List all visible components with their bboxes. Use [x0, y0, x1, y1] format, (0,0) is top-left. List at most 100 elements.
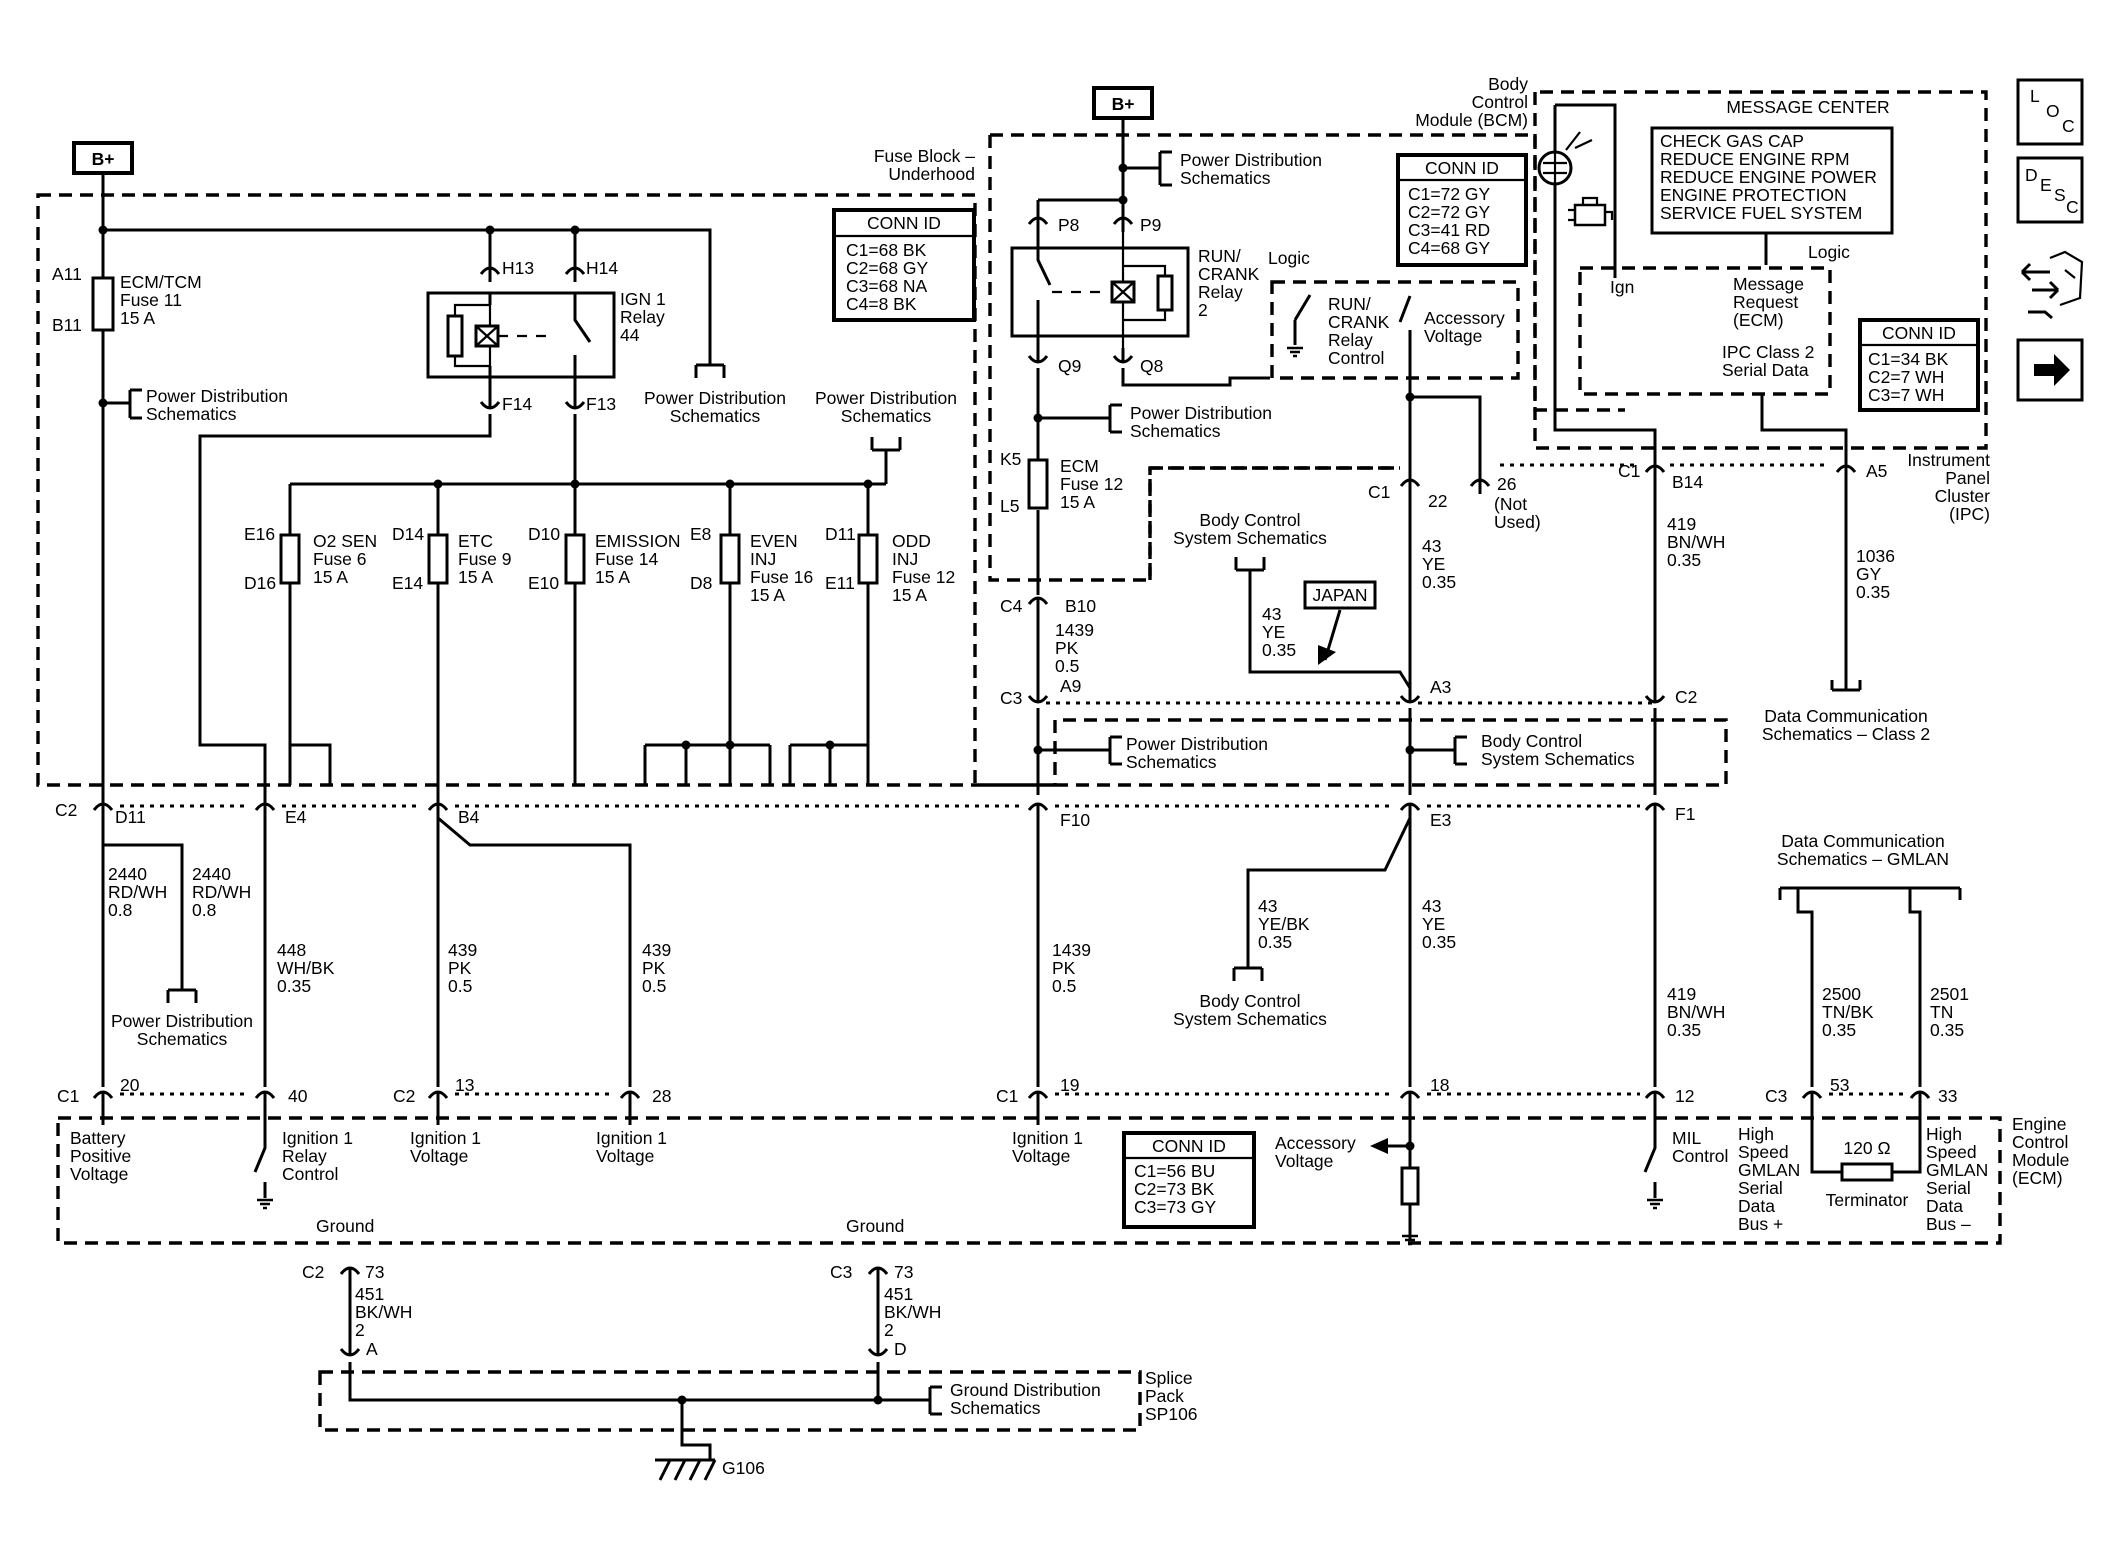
- svg-text:B14: B14: [1672, 472, 1703, 492]
- svg-text:D: D: [894, 1339, 907, 1359]
- svg-text:Fuse 9: Fuse 9: [458, 549, 512, 569]
- svg-text:D10: D10: [528, 524, 560, 544]
- svg-text:Power Distribution: Power Distribution: [815, 388, 957, 408]
- svg-text:Ground: Ground: [316, 1216, 374, 1236]
- connector-row-ecm: C1 20 40 C2 13 28 C1 19 18 12 C3 53 33: [57, 1075, 1957, 1108]
- svg-text:YE: YE: [1422, 554, 1445, 574]
- svg-text:Positive: Positive: [70, 1146, 131, 1166]
- svg-text:Power Distribution: Power Distribution: [146, 386, 288, 406]
- svg-text:F1: F1: [1675, 804, 1695, 824]
- svg-text:C2=73 BK: C2=73 BK: [1134, 1179, 1215, 1199]
- svg-text:H13: H13: [502, 258, 534, 278]
- svg-text:Power Distribution: Power Distribution: [1130, 403, 1272, 423]
- svg-text:E10: E10: [528, 573, 559, 593]
- svg-text:0.5: 0.5: [642, 976, 666, 996]
- svg-text:0.35: 0.35: [1930, 1020, 1964, 1040]
- svg-text:CONN ID: CONN ID: [1425, 158, 1499, 178]
- svg-text:Serial Data: Serial Data: [1722, 360, 1809, 380]
- ecm-outline: Engine Control Module (ECM): [56, 1114, 2069, 1245]
- svg-text:RD/WH: RD/WH: [108, 882, 167, 902]
- wire-43-lower: 43 YE/BK 0.35 Body Control System Schema…: [1173, 817, 1456, 1087]
- svg-text:0.5: 0.5: [1055, 656, 1079, 676]
- svg-text:INJ: INJ: [892, 549, 918, 569]
- svg-text:0.35: 0.35: [1822, 1020, 1856, 1040]
- svg-text:Accessory: Accessory: [1275, 1133, 1356, 1153]
- svg-text:B+: B+: [1112, 94, 1135, 114]
- ground-c2: Ground C2 73 451 BK/WH 2 A: [302, 1216, 412, 1359]
- svg-text:Instrument: Instrument: [1907, 450, 1990, 470]
- svg-text:A3: A3: [1430, 677, 1451, 697]
- svg-text:Message: Message: [1733, 274, 1804, 294]
- conn-id-bcm: CONN ID C1=72 GY C2=72 GY C3=41 RD C4=68…: [1396, 153, 1528, 267]
- svg-text:SERVICE FUEL SYSTEM: SERVICE FUEL SYSTEM: [1660, 203, 1862, 223]
- svg-text:0.35: 0.35: [1258, 932, 1292, 952]
- svg-text:0.8: 0.8: [108, 900, 132, 920]
- svg-text:A5: A5: [1866, 461, 1887, 481]
- svg-text:120 Ω: 120 Ω: [1843, 1138, 1890, 1158]
- svg-text:PK: PK: [448, 958, 472, 978]
- svg-text:TN: TN: [1930, 1002, 1953, 1022]
- svg-text:2: 2: [884, 1320, 894, 1340]
- svg-text:Relay: Relay: [1328, 330, 1373, 350]
- mil-lamp-icon: [1537, 131, 1657, 465]
- ecm-internal: Battery Positive Voltage Ignition 1 Rela…: [70, 1106, 1988, 1246]
- svg-text:YE: YE: [1262, 622, 1285, 642]
- svg-text:CONN ID: CONN ID: [1882, 323, 1956, 343]
- loc-nav-button[interactable]: L O C: [2016, 78, 2084, 146]
- svg-text:GY: GY: [1856, 564, 1882, 584]
- conn-id-ipc: CONN ID C1=34 BK C2=7 WH C3=7 WH: [1858, 318, 1980, 412]
- svg-text:Module (BCM): Module (BCM): [1415, 110, 1528, 130]
- svg-text:15 A: 15 A: [120, 308, 155, 328]
- svg-text:A11: A11: [52, 264, 82, 284]
- svg-text:CONN ID: CONN ID: [1152, 1136, 1226, 1156]
- svg-text:Relay: Relay: [1198, 282, 1243, 302]
- svg-text:D11: D11: [825, 524, 856, 544]
- svg-text:C4=8 BK: C4=8 BK: [846, 294, 917, 314]
- svg-text:YE: YE: [1422, 914, 1445, 934]
- svg-text:15 A: 15 A: [892, 585, 927, 605]
- connector-tool-icon[interactable]: [2020, 250, 2084, 320]
- svg-text:E8: E8: [690, 524, 711, 544]
- svg-text:0.35: 0.35: [277, 976, 311, 996]
- svg-text:C4: C4: [1000, 596, 1023, 616]
- wire-1439-lower: 1439 PK 0.5: [1036, 818, 1091, 1087]
- svg-text:13: 13: [455, 1075, 474, 1095]
- svg-text:C: C: [2066, 197, 2079, 217]
- svg-text:C2=72 GY: C2=72 GY: [1408, 202, 1491, 222]
- svg-text:(ECM): (ECM): [2012, 1168, 2063, 1188]
- svg-text:Pack: Pack: [1145, 1386, 1184, 1406]
- svg-text:Q8: Q8: [1140, 356, 1163, 376]
- svg-text:0.8: 0.8: [192, 900, 216, 920]
- svg-text:Engine: Engine: [2012, 1114, 2067, 1134]
- next-arrow-button[interactable]: [2016, 338, 2084, 402]
- svg-text:P9: P9: [1140, 215, 1161, 235]
- svg-text:C2=68 GY: C2=68 GY: [846, 258, 929, 278]
- svg-text:IGN 1: IGN 1: [620, 289, 666, 309]
- conn-id-ecm: CONN ID C1=56 BU C2=73 BK C3=73 GY: [1122, 1131, 1256, 1229]
- svg-text:PK: PK: [642, 958, 666, 978]
- svg-text:C1: C1: [57, 1086, 79, 1106]
- svg-text:C3=7 WH: C3=7 WH: [1868, 385, 1944, 405]
- svg-text:MIL: MIL: [1672, 1128, 1701, 1148]
- svg-text:0.35: 0.35: [1856, 582, 1890, 602]
- svg-text:E: E: [2040, 175, 2052, 195]
- svg-text:B11: B11: [52, 315, 82, 335]
- svg-text:Module: Module: [2012, 1150, 2069, 1170]
- wire-2440: 2440 RD/WH 0.8 2440 RD/WH 0.8 Power Dist…: [101, 818, 253, 1087]
- svg-text:ENGINE PROTECTION: ENGINE PROTECTION: [1660, 185, 1847, 205]
- svg-text:20: 20: [120, 1075, 140, 1095]
- svg-text:INJ: INJ: [750, 549, 776, 569]
- svg-text:C2: C2: [302, 1262, 324, 1282]
- svg-text:System Schematics: System Schematics: [1173, 1009, 1327, 1029]
- svg-text:Q9: Q9: [1058, 356, 1081, 376]
- svg-text:Fuse 11: Fuse 11: [120, 290, 182, 310]
- fuse-even-inj: E8 D8 EVEN INJ Fuse 16 15 A: [643, 484, 813, 785]
- svg-text:448: 448: [277, 940, 306, 960]
- svg-text:C3: C3: [830, 1262, 852, 1282]
- fuse-o2-sen: E16 D16 O2 SEN Fuse 6 15 A: [244, 484, 377, 785]
- svg-text:Relay: Relay: [282, 1146, 327, 1166]
- svg-text:Control: Control: [1328, 348, 1384, 368]
- desc-nav-button[interactable]: D E S C: [2016, 156, 2084, 224]
- svg-text:419: 419: [1667, 514, 1696, 534]
